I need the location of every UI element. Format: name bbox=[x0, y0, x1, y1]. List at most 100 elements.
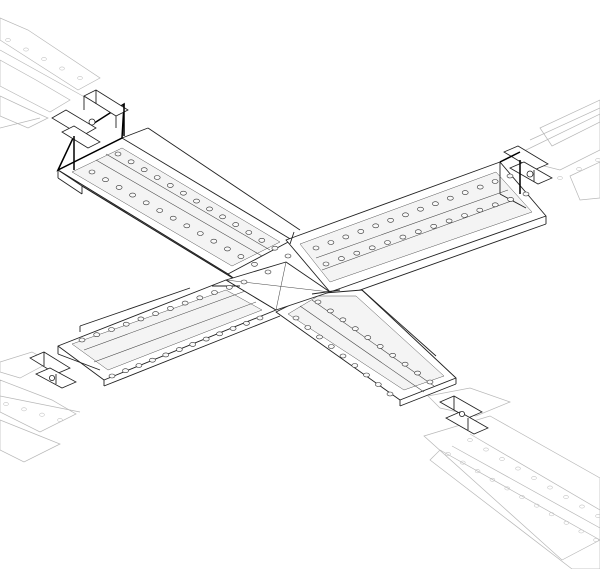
led-dot bbox=[153, 175, 161, 180]
led-dot bbox=[292, 315, 300, 321]
led-dot bbox=[363, 372, 370, 378]
led-dot bbox=[229, 326, 237, 331]
led-dot bbox=[137, 316, 145, 322]
ghost-led-dot bbox=[39, 412, 45, 417]
led-dot bbox=[162, 352, 170, 358]
ghost-led-dot bbox=[548, 512, 555, 517]
ghost-led-dot bbox=[483, 447, 489, 452]
led-dot bbox=[312, 245, 320, 251]
led-dot bbox=[219, 214, 226, 220]
led-dot bbox=[387, 218, 394, 223]
led-dot bbox=[245, 230, 253, 235]
led-dot bbox=[353, 250, 361, 256]
led-dot bbox=[374, 382, 382, 387]
ghost-led-dot bbox=[557, 176, 563, 180]
ghost-profile-top-right bbox=[521, 99, 600, 201]
led-dot bbox=[193, 198, 200, 204]
led-dot bbox=[461, 213, 468, 218]
led-dot bbox=[189, 342, 196, 347]
led-dot bbox=[327, 344, 335, 349]
led-dot bbox=[156, 208, 163, 213]
led-dot bbox=[258, 238, 266, 243]
ghost-led-dot bbox=[579, 504, 585, 509]
led-dot bbox=[491, 179, 499, 184]
led-dot bbox=[342, 234, 350, 240]
ghost-led-dot bbox=[23, 47, 29, 52]
led-dot bbox=[445, 218, 453, 224]
led-dot bbox=[384, 240, 391, 245]
led-dot bbox=[102, 177, 109, 182]
led-dot bbox=[414, 370, 421, 376]
ghost-led-dot bbox=[467, 438, 473, 442]
led-dot bbox=[271, 245, 279, 251]
led-dot bbox=[507, 197, 514, 202]
led-dot bbox=[226, 284, 233, 290]
ghost-led-dot bbox=[21, 407, 27, 412]
bracket-bottom-right bbox=[439, 395, 489, 435]
led-dot bbox=[127, 159, 135, 165]
led-dot bbox=[417, 206, 424, 212]
led-dot bbox=[372, 223, 380, 229]
led-dot bbox=[181, 300, 189, 306]
led-dot bbox=[176, 347, 183, 352]
led-dot bbox=[357, 229, 365, 234]
ghost-led-dot bbox=[534, 503, 540, 508]
led-dot bbox=[314, 299, 322, 305]
led-dot bbox=[149, 357, 156, 363]
led-dot bbox=[491, 202, 499, 208]
arm-lower-left bbox=[57, 279, 281, 387]
ghost-led-dot bbox=[593, 538, 599, 542]
led-dot bbox=[196, 295, 204, 301]
led-dot bbox=[256, 315, 264, 321]
led-dot bbox=[461, 190, 469, 195]
ghost-led-dot bbox=[519, 495, 525, 499]
led-dot bbox=[224, 246, 231, 252]
ghost-profile-top-left bbox=[0, 17, 101, 129]
ghost-led-dot bbox=[41, 57, 47, 61]
ghost-profile-bottom-left bbox=[0, 351, 81, 463]
led-dot bbox=[93, 332, 100, 338]
led-dot bbox=[351, 326, 359, 332]
led-dot bbox=[327, 240, 335, 245]
ghost-led-dot bbox=[77, 76, 83, 80]
led-dot bbox=[304, 325, 312, 330]
led-dot bbox=[183, 223, 191, 229]
led-dot bbox=[169, 215, 177, 221]
led-dot bbox=[426, 379, 434, 385]
led-dot bbox=[78, 337, 86, 343]
led-dot bbox=[152, 311, 159, 316]
ghost-led-dot bbox=[57, 418, 63, 422]
led-dot bbox=[446, 195, 454, 201]
led-dot bbox=[142, 200, 150, 206]
led-dot bbox=[316, 334, 323, 340]
led-dot bbox=[364, 335, 372, 340]
led-dot bbox=[129, 192, 136, 198]
led-dot bbox=[338, 256, 345, 261]
bracket-top-right bbox=[499, 145, 553, 194]
led-dot bbox=[430, 224, 438, 229]
led-dot bbox=[88, 169, 96, 175]
led-dot bbox=[386, 391, 394, 397]
bracket-top-left bbox=[51, 89, 129, 172]
led-dot bbox=[122, 368, 129, 374]
led-dot bbox=[202, 336, 210, 342]
ghost-led-dot bbox=[59, 66, 65, 71]
led-dot bbox=[122, 321, 130, 327]
led-dot bbox=[432, 201, 439, 206]
bracket-bottom-left bbox=[29, 351, 77, 389]
led-dot bbox=[322, 261, 330, 267]
led-dot bbox=[180, 190, 187, 196]
led-dot bbox=[327, 308, 334, 314]
led-dot bbox=[401, 361, 409, 367]
led-dot bbox=[476, 207, 484, 213]
led-dot bbox=[114, 151, 122, 157]
led-dot bbox=[264, 269, 272, 275]
led-dot bbox=[414, 229, 422, 234]
led-dot bbox=[216, 331, 223, 337]
led-dot bbox=[251, 261, 258, 267]
led-array bbox=[78, 151, 530, 397]
ghost-led-dot bbox=[595, 158, 600, 162]
ghost-led-dot bbox=[563, 520, 570, 525]
arm-upper-left bbox=[57, 127, 301, 281]
